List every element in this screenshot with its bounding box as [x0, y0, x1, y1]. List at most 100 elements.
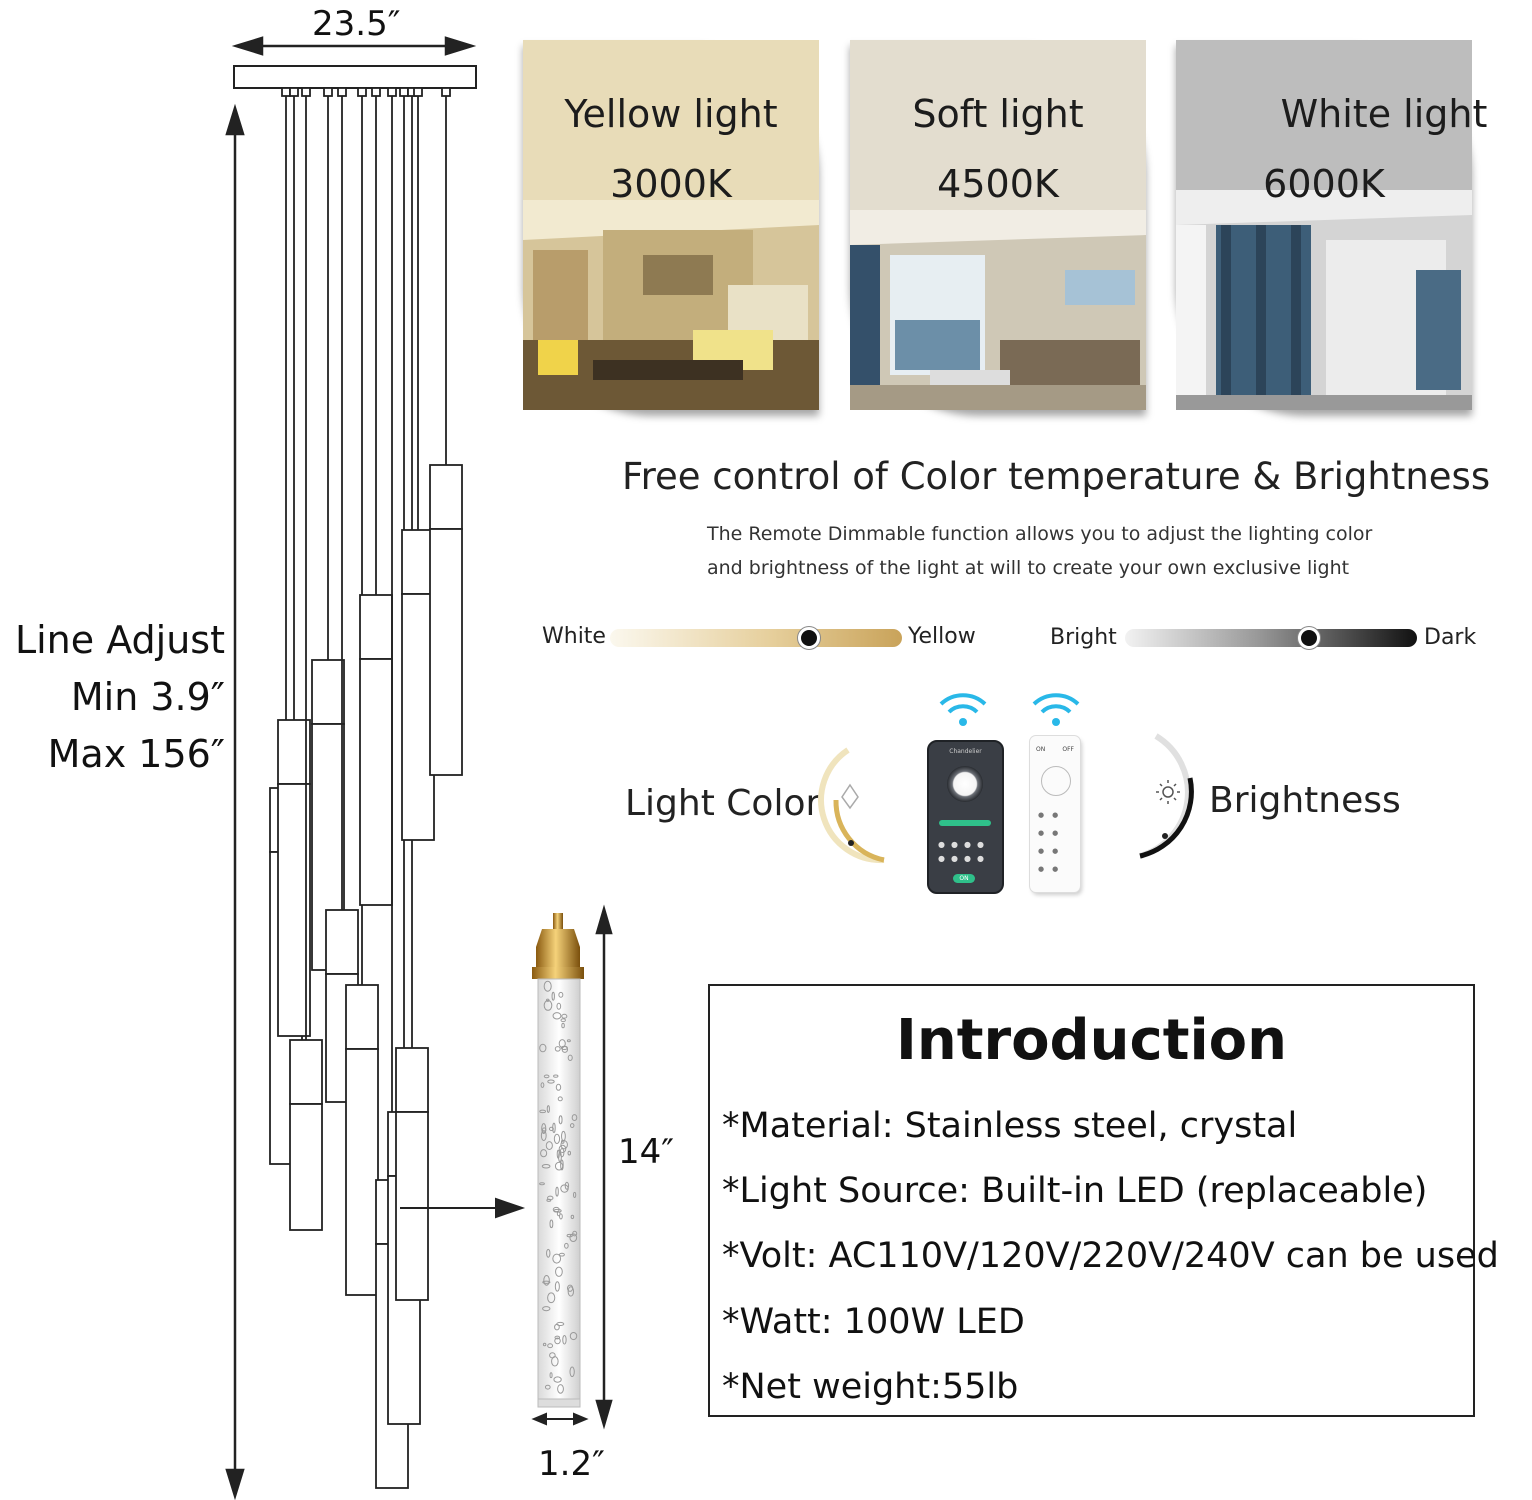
cable-anchor: [371, 87, 381, 97]
detail-pointer-arrow: [400, 1197, 526, 1219]
pendant-sleeve: [277, 719, 311, 785]
pendant-sleeve: [395, 1047, 429, 1113]
crystal-bubble: [556, 1002, 562, 1010]
crystal-bubble: [545, 998, 550, 1002]
crystal-bubble: [553, 1208, 562, 1213]
line-adjust-max: Max 156″: [47, 732, 225, 776]
crystal-bubble: [554, 1046, 561, 1052]
crystal-bubble: [554, 1335, 561, 1340]
crystal-bubble: [566, 1233, 573, 1238]
crystal-bubble: [569, 1366, 575, 1378]
line-adjust-title: Line Adjust: [14, 618, 225, 662]
pendant-tube: [429, 528, 463, 776]
pendant-sleeve: [429, 464, 463, 530]
phone-brightness-bar[interactable]: [939, 820, 991, 826]
crystal-bubble: [539, 1109, 547, 1114]
crystal-bubble: [566, 1039, 571, 1043]
brightness-slider[interactable]: [1125, 629, 1417, 647]
color-slider-left-label: White: [542, 624, 606, 649]
crystal-bubble: [561, 1022, 565, 1029]
crystal-bubble: [573, 1191, 577, 1198]
crystal-bubble: [546, 1105, 550, 1113]
crystal-bubble: [547, 1292, 556, 1304]
sun-icon: [1156, 780, 1180, 804]
crystal-bubble: [552, 1012, 562, 1020]
light-mode-name: Soft light: [912, 92, 1084, 136]
pendant-sleeve: [359, 594, 393, 660]
cable-anchor: [337, 87, 347, 97]
crystal-bubble: [558, 991, 564, 998]
light-mode-temp: 6000K: [1263, 162, 1385, 206]
cable-anchor: [357, 87, 367, 97]
crystal-bubble: [543, 1074, 550, 1079]
crystal-bubble: [553, 1133, 561, 1145]
white-room-image: [1176, 40, 1472, 410]
cable-anchor: [323, 87, 333, 97]
smartphone-app-icon: Chandelier ●●●●●●●● ON: [927, 740, 1004, 894]
color-slider-knob[interactable]: [797, 627, 820, 649]
phone-button[interactable]: ●●●●: [938, 840, 990, 849]
phone-dial-knob[interactable]: [947, 766, 983, 802]
brightness-slider-knob[interactable]: [1297, 627, 1320, 649]
crystal-bubble: [555, 1083, 562, 1091]
crystal-bubble: [558, 1151, 562, 1163]
crystal-bubble: [551, 1356, 559, 1367]
white-light-panel: White light 6000K: [1176, 40, 1487, 410]
crystal-bubble: [553, 1376, 562, 1383]
diamond-icon: [841, 783, 859, 810]
pendant-tube: [401, 593, 435, 841]
soft-room-image: [850, 40, 1146, 410]
crystal-bubble: [546, 1248, 551, 1258]
height-arrow: [225, 103, 245, 1500]
remote-button[interactable]: ●●: [1038, 865, 1067, 873]
spec-net-weight: *Net weight:55lb: [722, 1367, 1019, 1407]
crystal-bubble: [560, 1018, 566, 1023]
ceiling-canopy: [233, 65, 477, 89]
crystal-bubble: [539, 1043, 547, 1053]
line-adjust-min: Min 3.9″: [70, 675, 225, 719]
crystal-bubble: [558, 1252, 565, 1257]
crystal-bubble: [540, 1130, 547, 1142]
crystal-bubble: [557, 1096, 563, 1102]
remote-dpad[interactable]: [1041, 766, 1071, 796]
remote-button[interactable]: ●●: [1038, 811, 1067, 819]
phone-on-toggle[interactable]: ON: [953, 874, 975, 883]
crystal-bubble: [564, 1242, 569, 1249]
crystal-bubble: [547, 1343, 554, 1349]
crystal-bubble: [552, 1253, 562, 1264]
remote-on-button[interactable]: ON: [1036, 746, 1046, 753]
pendant-sleeve: [289, 1039, 323, 1105]
crystal-bubble: [543, 980, 552, 992]
crystal-bubble: [567, 1054, 573, 1061]
tube-cap: [536, 929, 580, 967]
crystal-bubble: [549, 1372, 553, 1379]
remote-button[interactable]: ●●: [1038, 847, 1067, 855]
color-temperature-slider[interactable]: [610, 629, 902, 647]
remote-off-button[interactable]: OFF: [1062, 746, 1074, 753]
remote-button[interactable]: ●●: [1038, 829, 1067, 837]
light-color-label: Light Color: [625, 783, 821, 824]
phone-button[interactable]: ●●●●: [938, 854, 990, 863]
cable-anchor: [289, 87, 299, 97]
line-adjust-label: Line Adjust Min 3.9″ Max 156″: [15, 612, 225, 783]
cable-anchor: [281, 87, 291, 97]
crystal-bubble: [569, 1123, 575, 1129]
introduction-box: Introduction *Material: Stainless steel,…: [708, 984, 1499, 1417]
crystal-bubble: [571, 1114, 578, 1122]
pendant-tube: [395, 1111, 429, 1301]
spec-material: *Material: Stainless steel, crystal: [722, 1106, 1298, 1146]
wifi-icon: [937, 690, 989, 732]
pendant-tube: [359, 658, 393, 906]
cable-anchor: [441, 87, 451, 97]
tube-width-arrow: [531, 1412, 589, 1426]
light-mode-name: White light: [1280, 92, 1488, 136]
crystal-bubble: [558, 1039, 566, 1048]
crystal-bubble: [560, 1159, 564, 1171]
width-dimension-label: 23.5″: [312, 4, 401, 44]
light-mode-temp: 4500K: [937, 162, 1059, 206]
crystal-bubble: [541, 1123, 547, 1134]
pendant-sleeve: [345, 984, 379, 1050]
brightness-slider-right-label: Dark: [1424, 625, 1477, 650]
spec-volt: *Volt: AC110V/120V/220V/240V can be used: [722, 1236, 1499, 1276]
remote-control-icon: ON OFF ●● ●● ●● ●●: [1030, 736, 1080, 892]
